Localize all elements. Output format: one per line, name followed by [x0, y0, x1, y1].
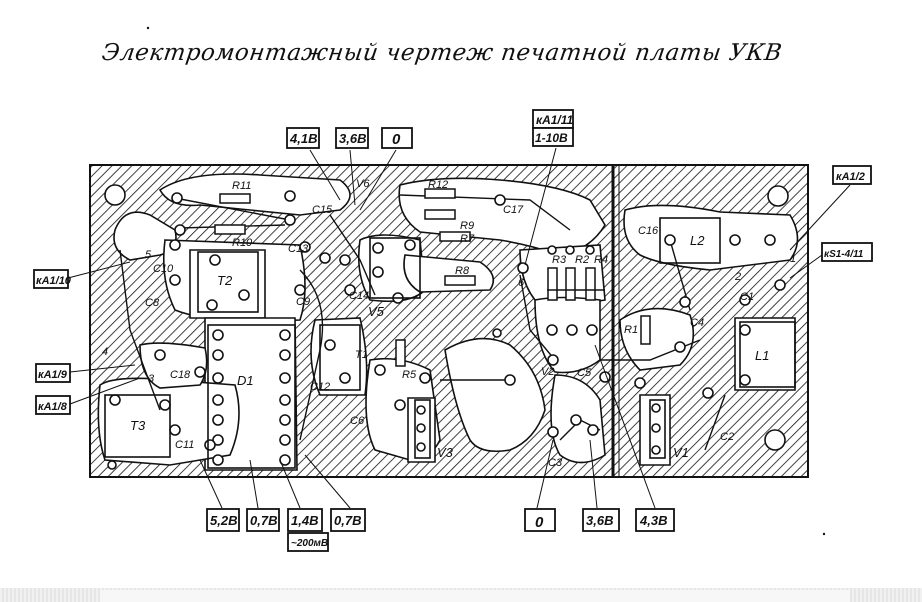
- label-c5: C5: [577, 367, 592, 379]
- pin-2: 2: [734, 271, 741, 283]
- label-l2: L2: [690, 233, 705, 248]
- label-c18: C18: [170, 369, 191, 381]
- label-c16: C16: [638, 225, 659, 237]
- label-c2: C2: [720, 431, 734, 443]
- label-c3: C3: [548, 457, 563, 469]
- label-r2: R2: [575, 254, 589, 266]
- voltage-bottom-1: 5,2В: [210, 513, 237, 528]
- voltage-top-2: 3,6В: [339, 131, 366, 146]
- pin-5: 5: [145, 249, 152, 261]
- voltage-bottom-7: 4,3В: [639, 513, 667, 528]
- voltage-bottom-2: 0,7В: [250, 513, 277, 528]
- label-r1: R1: [624, 324, 638, 336]
- label-l1: L1: [755, 348, 769, 363]
- label-c14: C14: [349, 290, 369, 302]
- pin-1: 1: [790, 253, 796, 265]
- label-t3: T3: [130, 418, 146, 433]
- label-c13: C13: [288, 243, 309, 255]
- side-label-right-mid: кS1-4/11: [824, 249, 864, 260]
- label-r5: R5: [402, 369, 417, 381]
- label-v2: V2: [541, 366, 554, 378]
- voltage-bottom-4: 0,7В: [334, 513, 361, 528]
- side-label-left-bot: кА1/8: [38, 401, 68, 413]
- voltage-bottom-5: 0: [535, 514, 544, 531]
- label-v5: V5: [368, 304, 385, 319]
- callout-texts: 4,1В 3,6В 0 кА1/11 1-10В кА1/2 кS1-4/11 …: [36, 113, 865, 549]
- callout-boxes: [33, 109, 873, 552]
- label-c4: C4: [690, 317, 704, 329]
- label-r12: R12: [428, 179, 448, 191]
- label-r4: R4: [594, 254, 608, 266]
- leader-lines: [67, 147, 851, 509]
- label-t2: T2: [217, 273, 233, 288]
- label-c11: C11: [175, 439, 194, 451]
- label-r10: R10: [232, 237, 253, 249]
- ka-top-2: 1-10В: [535, 131, 568, 145]
- label-c9: C9: [296, 296, 310, 308]
- label-r8: R8: [455, 265, 470, 277]
- pads: [104, 184, 789, 470]
- pin-3: 3: [148, 373, 155, 385]
- pin-6: 6: [518, 277, 525, 289]
- label-c6: C6: [350, 415, 365, 427]
- label-v6: V6: [356, 178, 370, 190]
- label-c1: C1: [740, 291, 754, 303]
- component-labels: R11 R10 R12 R9 R7 R8 R3 R2 R4 R1 R5 C15 …: [102, 178, 796, 469]
- label-c8: C8: [145, 297, 160, 309]
- voltage-top-3: 0: [392, 131, 401, 148]
- ka-top-1: кА1/11: [536, 113, 574, 127]
- label-v3: V3: [437, 445, 454, 460]
- side-label-right-top: кА1/2: [836, 171, 865, 183]
- label-c12: C12: [310, 381, 330, 393]
- side-label-left-mid: кА1/9: [38, 369, 68, 381]
- label-r9: R9: [460, 220, 474, 232]
- label-d1: D1: [237, 373, 254, 388]
- label-r7: R7: [460, 233, 475, 245]
- pin-4: 4: [102, 346, 108, 358]
- label-r11: R11: [232, 180, 251, 192]
- voltage-note: ~200мВ: [291, 538, 328, 549]
- label-c17: C17: [503, 204, 524, 216]
- side-label-left-top: кА1/10: [36, 275, 72, 287]
- bottom-scroll-strip: [0, 588, 922, 602]
- label-c10: C10: [153, 263, 174, 275]
- voltage-top-1: 4,1В: [289, 131, 317, 146]
- label-v1: V1: [673, 445, 689, 460]
- resistors: [214, 188, 651, 367]
- voltage-bottom-6: 3,6В: [586, 513, 613, 528]
- label-t1: T1: [355, 349, 368, 361]
- label-r3: R3: [552, 254, 567, 266]
- voltage-bottom-3: 1,4В: [291, 513, 318, 528]
- label-c15: C15: [312, 204, 333, 216]
